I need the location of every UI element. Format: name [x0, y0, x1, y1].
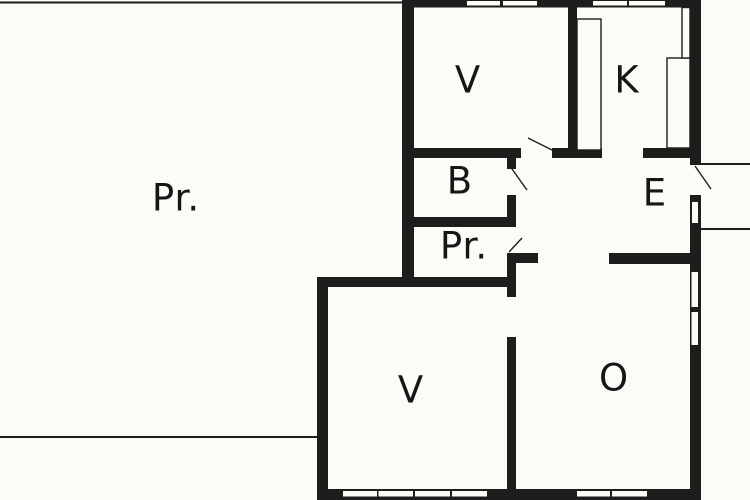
bottom-window-2 [378, 491, 413, 497]
room-label-k: K [614, 58, 640, 102]
wall-hall-wall-seg2 [507, 195, 516, 226]
wall-k-bottom-wall [643, 148, 701, 158]
right-window-e [692, 202, 698, 223]
wall-lower-left-wall [317, 277, 328, 500]
room-label-pr-outdoor: Pr. [151, 176, 201, 220]
wall-bottom-wall [317, 489, 701, 500]
v-upper-door-swing [527, 137, 553, 151]
wall-v-bottom-wall-right [552, 148, 602, 158]
top-window-2 [503, 1, 537, 6]
right-window-o2 [691, 312, 698, 345]
wall-pr-bottom-wall [317, 277, 516, 287]
room-label-b: B [446, 159, 474, 203]
top-window-1 [467, 1, 500, 6]
bottom-window-3 [415, 491, 450, 497]
e-exterior-door-swing [694, 165, 712, 190]
wall-top-wall [402, 0, 701, 8]
wall-vk-divider-wall [568, 7, 577, 158]
top-window-4 [629, 1, 665, 6]
b-door-swing [511, 168, 528, 191]
wall-upper-left-wall [402, 7, 414, 287]
room-label-e: E [642, 171, 668, 215]
wall-v-bottom-wall-left [402, 148, 521, 158]
bottom-window-5 [577, 491, 610, 497]
wall-hall-wall-seg1 [507, 148, 516, 169]
bottom-window-6 [612, 491, 647, 497]
top-window-3 [593, 1, 627, 6]
wall-right-wall-upper [690, 7, 701, 165]
bottom-window-4 [452, 491, 487, 497]
room-label-pr-small: Pr. [439, 224, 489, 268]
bottom-window-1 [343, 491, 377, 497]
wall-hall-wall-seg3 [507, 253, 516, 297]
wall-hall-stub-wall [507, 253, 538, 263]
chimney-outline [576, 18, 602, 151]
room-label-v-lower: V [397, 368, 425, 412]
cabinet-outline [681, 6, 691, 59]
wall-hall-wall-seg4 [507, 337, 516, 490]
room-label-v-upper: V [454, 58, 482, 102]
pr-door-swing [508, 237, 523, 253]
wall-e-bottom-wall [609, 253, 701, 264]
wall-b-bottom-wall [407, 217, 516, 227]
room-label-o: O [598, 356, 630, 400]
counter-outline [666, 57, 691, 149]
right-window-o1 [691, 272, 698, 307]
